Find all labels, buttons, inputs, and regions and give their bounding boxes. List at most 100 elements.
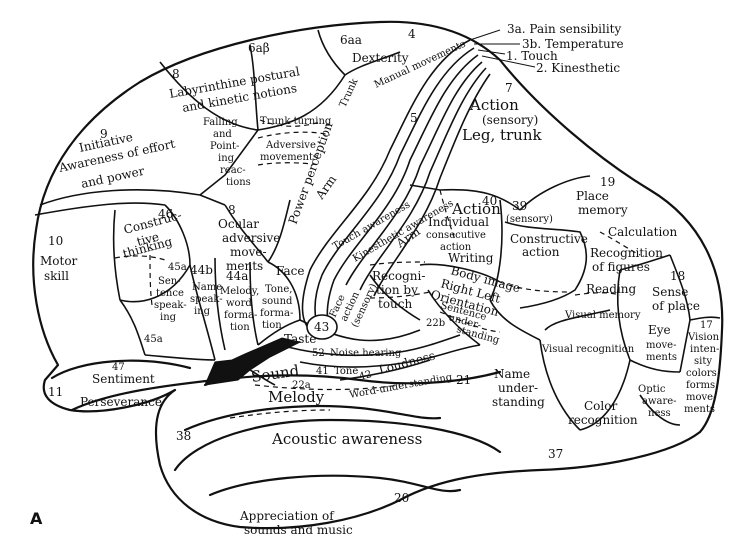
area-40-label-1: Action <box>451 200 501 218</box>
area-45a-number: 45a <box>168 262 187 273</box>
area-17-label-2: inten- <box>690 344 719 355</box>
area-4-label: Dexterity <box>352 51 409 65</box>
tone-label-2: sound <box>262 296 293 307</box>
tone-label-3: forma- <box>260 308 293 319</box>
area-19-label-1: Place <box>576 189 609 203</box>
area-11-number: 11 <box>48 385 63 399</box>
area-39-label-2: Constructive <box>510 232 588 246</box>
area-20-label-2: sounds and music <box>244 523 353 537</box>
area-19-label-2: memory <box>578 203 628 217</box>
eye-movements-label-3: ments <box>646 352 677 363</box>
area-7-label-1: Action <box>469 96 519 114</box>
area-44b-number: 44b <box>190 263 213 277</box>
area-18-label-2: of place <box>652 299 700 313</box>
area-8-mid-label-3: move- <box>230 245 267 259</box>
falling-label-3: Point- <box>210 141 239 152</box>
recog-touch-label-2: tion by <box>376 283 418 297</box>
legend-item-kinesthetic: 2. Kinesthetic <box>536 61 620 75</box>
legend-item-pain: 3a. Pain sensibility <box>507 22 621 36</box>
area-40-label-4: action <box>440 242 472 253</box>
area-17-label-1: Vision <box>687 332 720 343</box>
area-17-number: 17 <box>700 320 713 331</box>
area-11-label: Perseverance <box>80 395 162 409</box>
area-8-mid-label-2: adversive <box>222 231 280 245</box>
area-52-label: Noise hearing <box>330 348 402 359</box>
area-44b-label-1: Name <box>192 282 222 293</box>
orbital-fold <box>50 359 192 380</box>
area-44a-label-3: forma- <box>224 310 257 321</box>
area-19-label-5: of figures <box>592 260 650 274</box>
area-39-label-1: (sensory) <box>506 214 553 225</box>
area-43-label: Taste <box>284 332 316 346</box>
area-19-number: 19 <box>600 175 615 189</box>
face-label: Face <box>276 264 305 278</box>
area-8-mid-number: 8 <box>228 203 236 217</box>
area-40-label-3: consecutive <box>426 230 486 241</box>
optic-awareness-label-1: Optic <box>638 384 666 395</box>
temporal-mid-fold <box>183 404 442 432</box>
area-42-number: 42 <box>358 369 373 383</box>
area-40-label-2: Individual <box>428 215 489 229</box>
area-10-label-1: Motor <box>40 254 78 268</box>
area-44a-number: 44a <box>226 269 248 283</box>
area-19-label-4: Recognition <box>590 246 663 260</box>
area-10-number: 10 <box>48 234 63 248</box>
recog-touch-label-3: touch <box>378 297 412 311</box>
area-45a-label-3: speak- <box>154 300 187 311</box>
area-44a-label-4: tion <box>230 322 250 333</box>
area-7-label-2: (sensory) <box>482 113 538 127</box>
area-21-number: 21 <box>456 373 471 387</box>
area-8-mid-label-1: Ocular <box>218 217 259 231</box>
area-18-label-1: Sense <box>652 285 688 299</box>
insula-wedge <box>204 337 302 386</box>
area-10-label-2: skill <box>44 269 69 283</box>
falling-label-6: tions <box>226 177 251 188</box>
area-22b-number: 22b <box>426 318 445 329</box>
falling-label-4: ing <box>218 153 235 164</box>
area-39-number: 39 <box>512 199 527 213</box>
area-38-number: 38 <box>176 429 191 443</box>
area-46-number: 46 <box>158 207 173 221</box>
area-5-number: 5 <box>410 111 418 125</box>
visual-memory-label: Visual memory <box>564 310 641 321</box>
area-45a-lower-number: 45a <box>144 334 163 345</box>
brain-outline <box>32 20 724 530</box>
falling-label-2: and <box>213 129 232 140</box>
area-6aa-number: 6aa <box>340 33 362 47</box>
optic-awareness-label-2: aware- <box>642 396 677 407</box>
area-9-number: 9 <box>100 127 108 141</box>
area-43-number: 43 <box>314 320 329 334</box>
adversive-label-1: Adversive <box>265 140 316 151</box>
color-recognition-label-2: recognition <box>568 413 638 427</box>
area-45a-label-2: tence <box>156 288 184 299</box>
area-22a-label: Melody <box>268 388 325 406</box>
area-20-number: 20 <box>394 491 409 505</box>
legend-pointer-lines <box>469 29 536 68</box>
temporal-lower-fold <box>173 418 502 472</box>
area-52-number: 52 <box>312 348 325 359</box>
legend-item-temperature: 3b. Temperature <box>522 37 624 51</box>
falling-label-1: Falling <box>203 117 238 128</box>
area-45a-label-4: ing <box>160 312 177 323</box>
area-46-label-2: tive <box>135 230 160 249</box>
area-37-label-1: Name <box>494 367 530 381</box>
legend-item-touch: 1. Touch <box>506 49 558 63</box>
temporal-bottom-fold <box>208 474 462 497</box>
area-18-number: 18 <box>670 269 685 283</box>
area-19-label-3: Calculation <box>608 225 678 239</box>
central-sulcus-strips <box>301 39 491 334</box>
area-40-label-5: Writing <box>448 251 494 265</box>
recog-touch-label-1: Recogni- <box>372 269 425 283</box>
tone-label-1: Tone, <box>265 284 292 295</box>
optic-awareness-label-3: ness <box>648 408 671 419</box>
area-8-mid-label-4: ments <box>226 259 263 273</box>
area-41-label: Tone <box>334 366 358 377</box>
area-7-number: 7 <box>505 81 513 95</box>
figure-label: A <box>30 509 43 528</box>
area-4-number: 4 <box>408 27 416 41</box>
falling-label-5: reac- <box>220 165 246 176</box>
area-6ab-number: 6aβ <box>248 41 270 55</box>
dashed-subdivisions <box>114 119 641 419</box>
